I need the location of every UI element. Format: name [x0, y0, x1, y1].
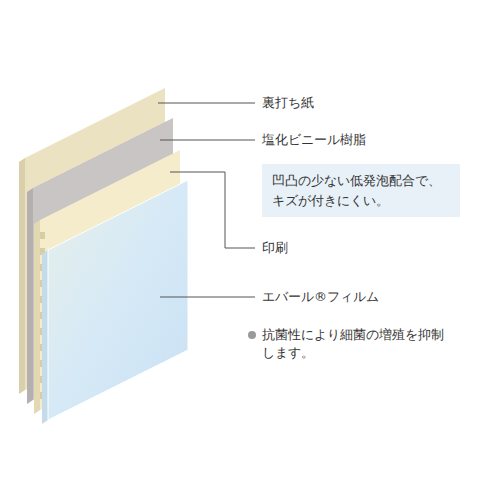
layer-label: 塩化ビニール樹脂: [262, 131, 366, 150]
layer-label: 印刷: [262, 239, 288, 258]
layer-label: エバール®フィルム: [262, 288, 379, 307]
edge-notch: [40, 232, 45, 239]
leader-line: [160, 140, 255, 141]
layer-label: 裏打ち紙: [262, 94, 314, 113]
layer-label: 抗菌性により細菌の増殖を抑制します。: [262, 326, 448, 364]
leader-line: [170, 172, 255, 248]
note-text: 凹凸の少ない低発泡配合で、キズが付きにくい。: [272, 171, 450, 210]
leader-lines: [158, 103, 255, 297]
note-box: 凹凸の少ない低発泡配合で、キズが付きにくい。: [262, 164, 460, 217]
leader-line: [160, 297, 255, 298]
film-layer: [42, 180, 188, 424]
leader-line: [158, 103, 255, 104]
bullet-dot: [248, 331, 256, 339]
